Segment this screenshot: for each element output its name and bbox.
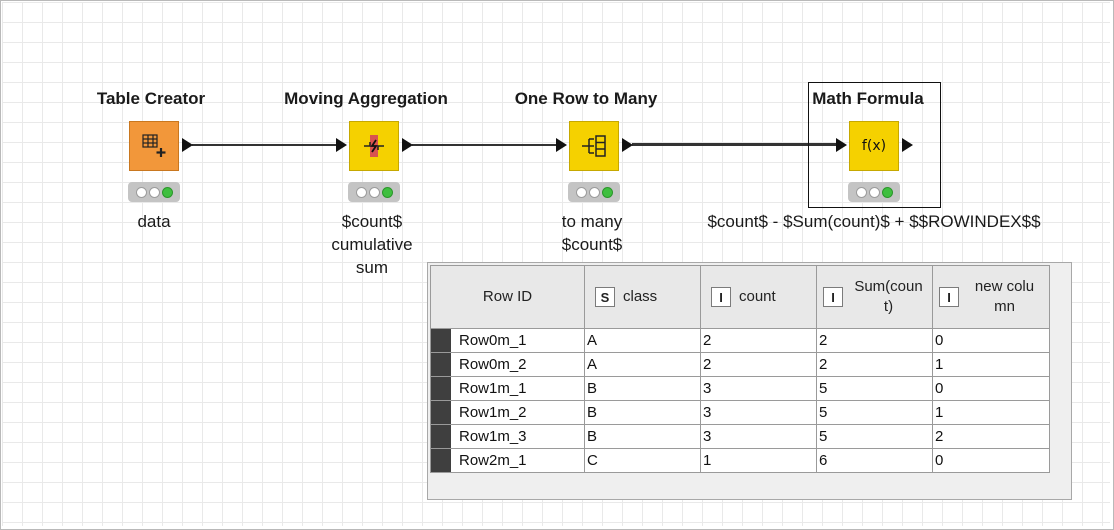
- node-title-table-creator[interactable]: Table Creator: [96, 89, 206, 108]
- integer-type-icon: I: [711, 287, 731, 307]
- row-marker: [431, 329, 451, 352]
- count-cell[interactable]: 3: [700, 376, 817, 401]
- node-math-formula[interactable]: f(x): [849, 121, 899, 171]
- sum-count-cell[interactable]: 5: [816, 376, 933, 401]
- sum-count-cell[interactable]: 5: [816, 400, 933, 425]
- status-traffic-light: [348, 182, 400, 202]
- table-creator-icon: [142, 134, 166, 157]
- class-cell[interactable]: B: [584, 376, 701, 401]
- class-cell[interactable]: B: [584, 400, 701, 425]
- row-marker: [431, 425, 451, 448]
- count-cell[interactable]: 2: [700, 328, 817, 353]
- string-type-icon: S: [595, 287, 615, 307]
- column-header-row-id[interactable]: Row ID: [430, 265, 585, 329]
- connection-1-arrow: [336, 138, 347, 152]
- node-selection-box: [808, 82, 941, 208]
- moving-aggregation-icon: [364, 135, 384, 157]
- integer-type-icon: I: [939, 287, 959, 307]
- new-column-cell[interactable]: 0: [932, 328, 1050, 353]
- connection-3[interactable]: [632, 143, 837, 146]
- count-cell[interactable]: 3: [700, 424, 817, 449]
- math-formula-icon: f(x): [861, 138, 887, 154]
- connection-3-arrow: [836, 138, 847, 152]
- row-marker: [431, 353, 451, 376]
- row-marker: [431, 449, 451, 472]
- node-moving-aggregation[interactable]: [349, 121, 399, 171]
- class-cell[interactable]: A: [584, 352, 701, 377]
- row-id-cell[interactable]: Row1m_1: [430, 376, 585, 401]
- status-traffic-light: [128, 182, 180, 202]
- node-title-math-formula[interactable]: Math Formula: [812, 89, 924, 108]
- output-port[interactable]: [622, 138, 633, 152]
- connection-2-arrow: [556, 138, 567, 152]
- new-column-cell[interactable]: 0: [932, 376, 1050, 401]
- new-column-cell[interactable]: 1: [932, 352, 1050, 377]
- row-id-cell[interactable]: Row2m_1: [430, 448, 585, 473]
- new-column-cell[interactable]: 0: [932, 448, 1050, 473]
- output-port[interactable]: [182, 138, 193, 152]
- class-cell[interactable]: C: [584, 448, 701, 473]
- node-annotation-moving-aggregation[interactable]: $count$ cumulative sum: [331, 212, 413, 277]
- node-one-row-to-many[interactable]: [569, 121, 619, 171]
- sum-count-cell[interactable]: 2: [816, 352, 933, 377]
- node-title-one-row-to-many[interactable]: One Row to Many: [514, 89, 658, 108]
- one-row-to-many-icon: [582, 135, 606, 157]
- output-port[interactable]: [902, 138, 913, 152]
- class-cell[interactable]: A: [584, 328, 701, 353]
- count-cell[interactable]: 3: [700, 400, 817, 425]
- node-annotation-one-row-to-many[interactable]: to many $count$: [561, 212, 623, 254]
- class-cell[interactable]: B: [584, 424, 701, 449]
- status-traffic-light: [568, 182, 620, 202]
- node-table-creator[interactable]: [129, 121, 179, 171]
- sum-count-cell[interactable]: 5: [816, 424, 933, 449]
- new-column-cell[interactable]: 1: [932, 400, 1050, 425]
- row-id-cell[interactable]: Row0m_2: [430, 352, 585, 377]
- connection-1[interactable]: [192, 144, 337, 146]
- count-cell[interactable]: 2: [700, 352, 817, 377]
- output-port[interactable]: [402, 138, 413, 152]
- connection-2[interactable]: [412, 144, 557, 146]
- row-marker: [431, 377, 451, 400]
- integer-type-icon: I: [823, 287, 843, 307]
- row-marker: [431, 401, 451, 424]
- count-cell[interactable]: 1: [700, 448, 817, 473]
- sum-count-cell[interactable]: 2: [816, 328, 933, 353]
- row-id-cell[interactable]: Row1m_2: [430, 400, 585, 425]
- row-id-cell[interactable]: Row0m_1: [430, 328, 585, 353]
- node-annotation-math-formula[interactable]: $count$ - $Sum(count)$ + $$ROWINDEX$$: [707, 212, 1041, 231]
- new-column-cell[interactable]: 2: [932, 424, 1050, 449]
- node-annotation-table-creator[interactable]: data: [137, 212, 171, 231]
- node-title-moving-aggregation[interactable]: Moving Aggregation: [284, 89, 448, 108]
- status-traffic-light: [848, 182, 900, 202]
- sum-count-cell[interactable]: 6: [816, 448, 933, 473]
- row-id-cell[interactable]: Row1m_3: [430, 424, 585, 449]
